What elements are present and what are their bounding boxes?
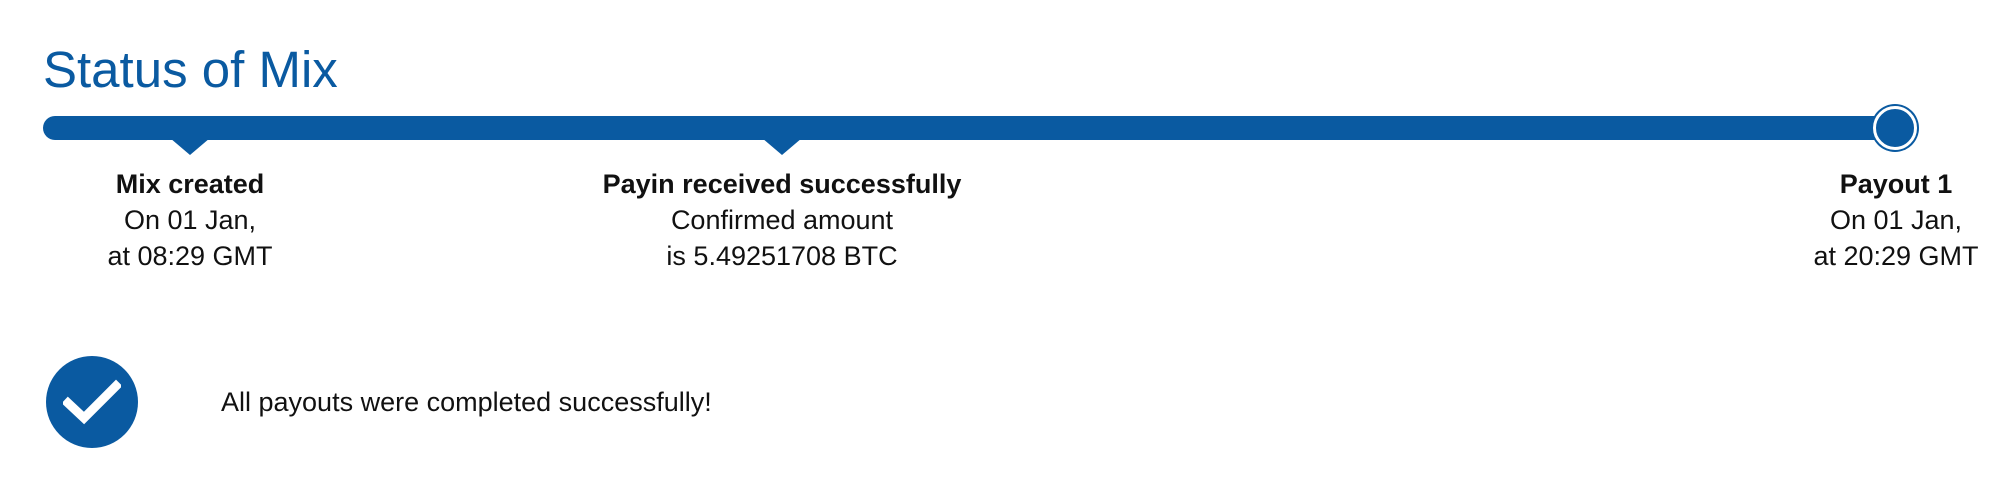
timeline-step-payout-1: Payout 1 On 01 Jan, at 20:29 GMT	[1676, 166, 2006, 274]
payout-success-message: All payouts were completed successfully!	[46, 354, 712, 450]
timeline-track	[43, 116, 1901, 140]
step-label: Payout 1	[1839, 169, 1953, 199]
check-circle-icon	[46, 356, 138, 448]
step-detail-amount-label: Confirmed amount	[670, 205, 894, 235]
step-detail-time: at 20:29 GMT	[1813, 241, 1979, 271]
page-title: Status of Mix	[43, 41, 338, 98]
step-detail-time: at 08:29 GMT	[107, 241, 273, 271]
timeline-end-node	[1873, 106, 1917, 150]
checkmark-icon	[63, 379, 121, 425]
step-detail-amount-value: is 5.49251708 BTC	[666, 241, 898, 271]
step-detail-date: On 01 Jan,	[1829, 205, 1963, 235]
step-label: Mix created	[115, 169, 265, 199]
timeline-step-payin-received: Payin received successfully Confirmed am…	[562, 166, 1002, 274]
timeline-step-mix-created: Mix created On 01 Jan, at 08:29 GMT	[0, 166, 410, 274]
step-label: Payin received successfully	[602, 169, 962, 199]
step-detail-date: On 01 Jan,	[123, 205, 257, 235]
success-text: All payouts were completed successfully!	[221, 386, 712, 417]
timeline-marker-payin-received	[762, 138, 802, 155]
timeline-marker-mix-created	[170, 138, 210, 155]
